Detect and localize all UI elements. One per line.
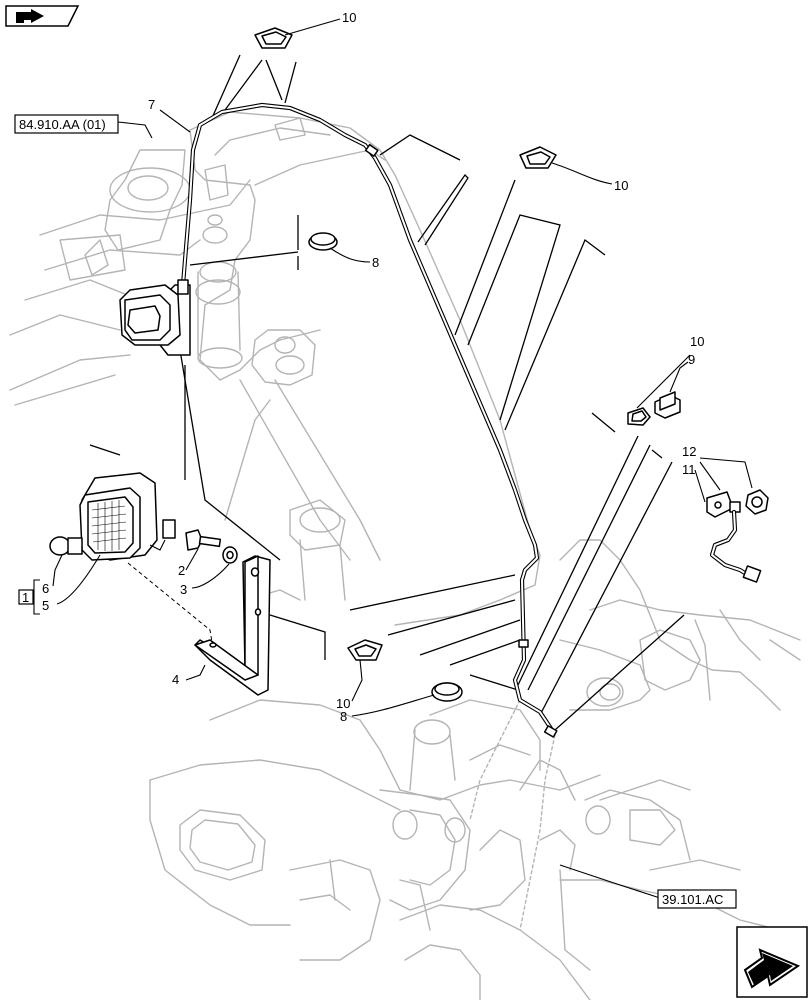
callout-labels: 10 10 10 10 9 12 11 7 8 8 6 5 2 3 4 — [42, 10, 704, 724]
callout-3: 3 — [180, 582, 187, 597]
reference-top-left[interactable]: 84.910.AA (01) — [14, 114, 119, 134]
callout-10-right: 10 — [614, 178, 628, 193]
kit-callout-1: 1 — [18, 579, 40, 615]
reference-bottom-right[interactable]: 39.101.AC — [657, 889, 737, 909]
reference-84-910-aa: 84.910.AA (01) — [19, 117, 106, 132]
work-lamp-exploded — [49, 472, 213, 643]
callout-1: 1 — [22, 590, 29, 605]
callout-6: 6 — [42, 581, 49, 596]
callout-8-top: 8 — [372, 255, 379, 270]
bolt-and-washer — [185, 529, 238, 564]
next-page-arrow-icon[interactable] — [736, 926, 808, 998]
callout-11: 11 — [682, 462, 696, 477]
callout-5: 5 — [42, 598, 49, 613]
plugs — [308, 232, 463, 702]
lamp-bracket — [194, 555, 271, 696]
callout-4: 4 — [172, 672, 179, 687]
previous-page-arrow-icon[interactable] — [5, 5, 80, 27]
callout-7: 7 — [148, 97, 155, 112]
grommets — [254, 27, 651, 661]
callout-10-mid: 10 — [690, 334, 704, 349]
leader-lines — [52, 18, 753, 899]
clip-sensor-connector — [654, 391, 769, 583]
mounted-work-lamp — [119, 279, 191, 356]
reference-39-101-ac: 39.101.AC — [662, 892, 723, 907]
callout-12: 12 — [682, 444, 696, 459]
callout-10-top: 10 — [342, 10, 356, 25]
callout-10-bottom: 10 — [336, 696, 350, 711]
callout-9: 9 — [688, 352, 695, 367]
callout-8-bottom: 8 — [340, 709, 347, 724]
section-cut-lines — [89, 54, 685, 731]
callout-2: 2 — [178, 563, 185, 578]
machine-structure-background — [9, 111, 801, 1000]
